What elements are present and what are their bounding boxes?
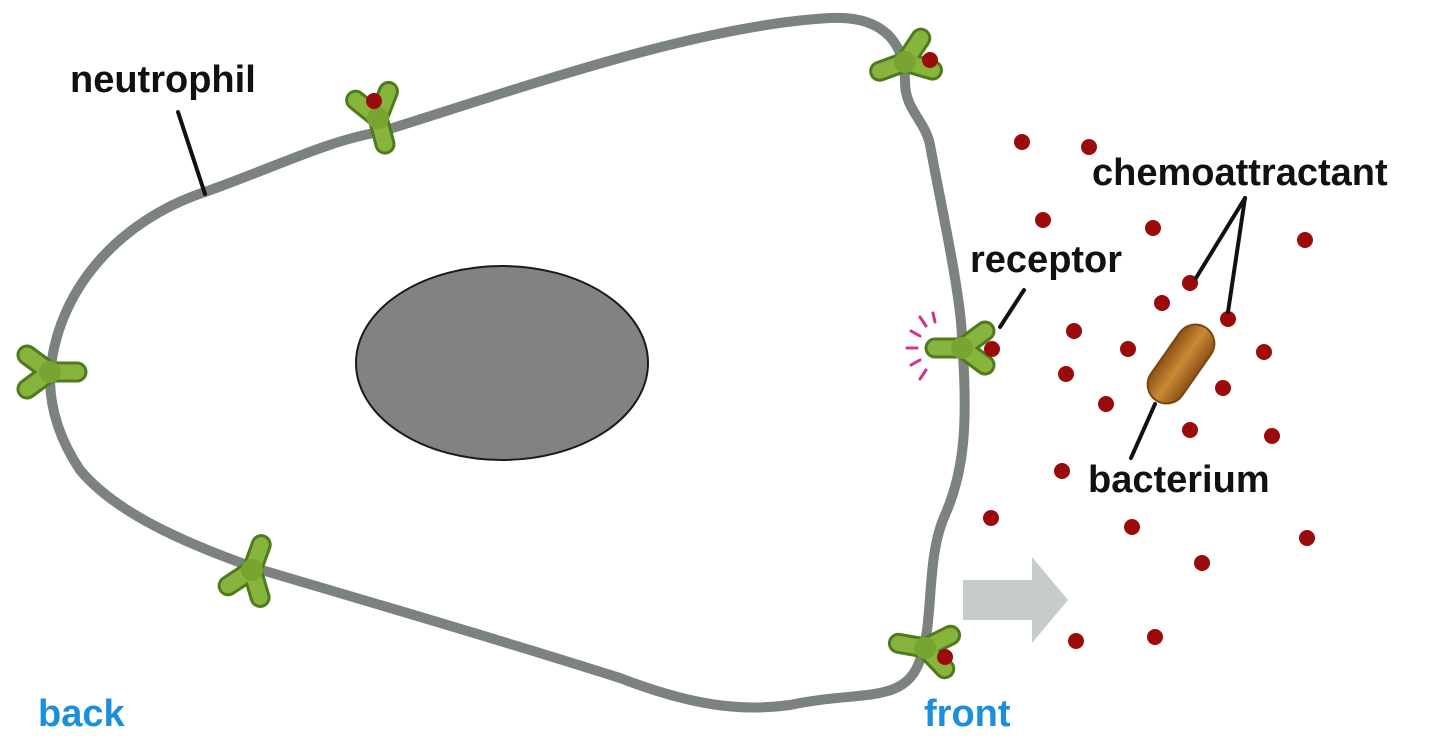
chemoattractant-dot [1154, 295, 1170, 311]
chemoattractant-dot [1081, 139, 1097, 155]
chemoattractant-dot [1054, 463, 1070, 479]
back-label: back [38, 693, 125, 735]
chemoattractant-dot [1068, 633, 1084, 649]
front-label: front [924, 693, 1011, 735]
chemoattractant-dot [983, 510, 999, 526]
chemoattractant-dot [1066, 323, 1082, 339]
chemoattractant-dot [1215, 380, 1231, 396]
bound-chemoattractant [366, 93, 382, 109]
chemoattractant-dot [1297, 232, 1313, 248]
neutrophil-leader-line [176, 110, 207, 196]
right-arrow-icon [963, 557, 1068, 643]
chemoattractant-dot [1182, 275, 1198, 291]
nucleus [355, 265, 649, 461]
chemoattractant-dot [1120, 341, 1136, 357]
chemoattractant-dot [1264, 428, 1280, 444]
bacterium-label: bacterium [1088, 459, 1270, 501]
chemoattractant-dot [1194, 555, 1210, 571]
bound-chemoattractant [922, 52, 938, 68]
chemoattractant-dot [1035, 212, 1051, 228]
bound-chemoattractant [937, 649, 953, 665]
chemoattractant-leader-line [1194, 196, 1247, 280]
chemoattractant-dot [1145, 220, 1161, 236]
chemoattractant-dot [1098, 396, 1114, 412]
chemoattractant-dot [1058, 366, 1074, 382]
chemoattractant-dot [1147, 629, 1163, 645]
bound-chemoattractant [984, 341, 1000, 357]
receptor-leader-line [998, 288, 1026, 329]
bacterium-leader-line [1129, 402, 1157, 460]
bacterium [1146, 323, 1216, 405]
receptor-label: receptor [970, 239, 1122, 281]
chemoattractant-dot [1124, 519, 1140, 535]
chemoattractant-field [983, 134, 1315, 649]
signal-burst-icon [905, 311, 937, 381]
chemoattractant-label: chemoattractant [1092, 152, 1388, 194]
chemoattractant-dot [1220, 311, 1236, 327]
chemoattractant-dot [1014, 134, 1030, 150]
chemoattractant-dot [1256, 344, 1272, 360]
chemoattractant-dot [1182, 422, 1198, 438]
chemoattractant-leader-line [1226, 196, 1247, 314]
chemoattractant-dot [1299, 530, 1315, 546]
neutrophil-label: neutrophil [70, 59, 256, 101]
